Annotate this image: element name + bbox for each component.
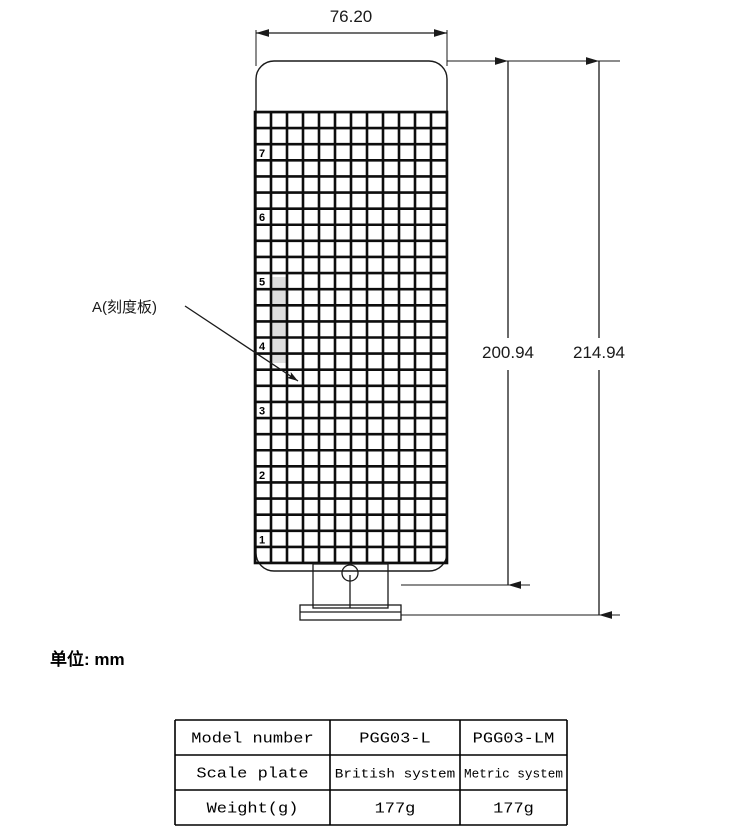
width-dimension-group: 76.20 [255,7,448,66]
inner-height-dimension-group: 200.94 [401,57,534,589]
outer-height-label: 214.94 [573,343,625,362]
spec-table: Model number PGG03-L PGG03-LM Scale plate Br… [174,719,568,826]
annotation-leader-group: A(刻度板) [92,298,299,382]
table-cell-col2: 177g [493,801,534,818]
table-cell-col2: Metric system [464,767,563,782]
scale-row-number: 7 [259,148,265,160]
table-cell-col1: British system [335,767,456,782]
annotation-leader-line [184,305,299,382]
scale-shade-group [271,277,286,363]
width-dimension-label: 76.20 [330,7,373,26]
table-row-header: Model number [191,731,313,748]
outer-height-dimension-group: 214.94 [401,57,625,619]
annotation-label: A(刻度板) [92,298,157,316]
scale-plate-border [253,110,449,565]
scale-row-number: 6 [259,212,265,224]
mount-bracket-group [299,563,402,621]
scale-row-number: 1 [259,534,265,546]
scale-plate-grid [255,112,447,563]
table-cell-col1: PGG03-L [359,731,430,748]
mount-hole-icon [341,564,359,582]
table-row-header: Scale plate [196,766,308,783]
scale-row-numbers: 7 6 5 4 3 2 1 [259,148,266,547]
scale-highlight-band [271,277,286,363]
scale-row-number: 4 [259,341,266,353]
table-row-header: Weight(g) [207,801,299,818]
scale-row-number: 2 [259,470,265,482]
table-cell-col1: 177g [375,801,416,818]
scale-row-number: 5 [259,277,265,289]
table-cell-col2: PGG03-LM [473,731,555,748]
scale-row-number: 3 [259,405,265,417]
unit-note: 单位: mm [50,649,125,669]
inner-height-label: 200.94 [482,343,534,362]
